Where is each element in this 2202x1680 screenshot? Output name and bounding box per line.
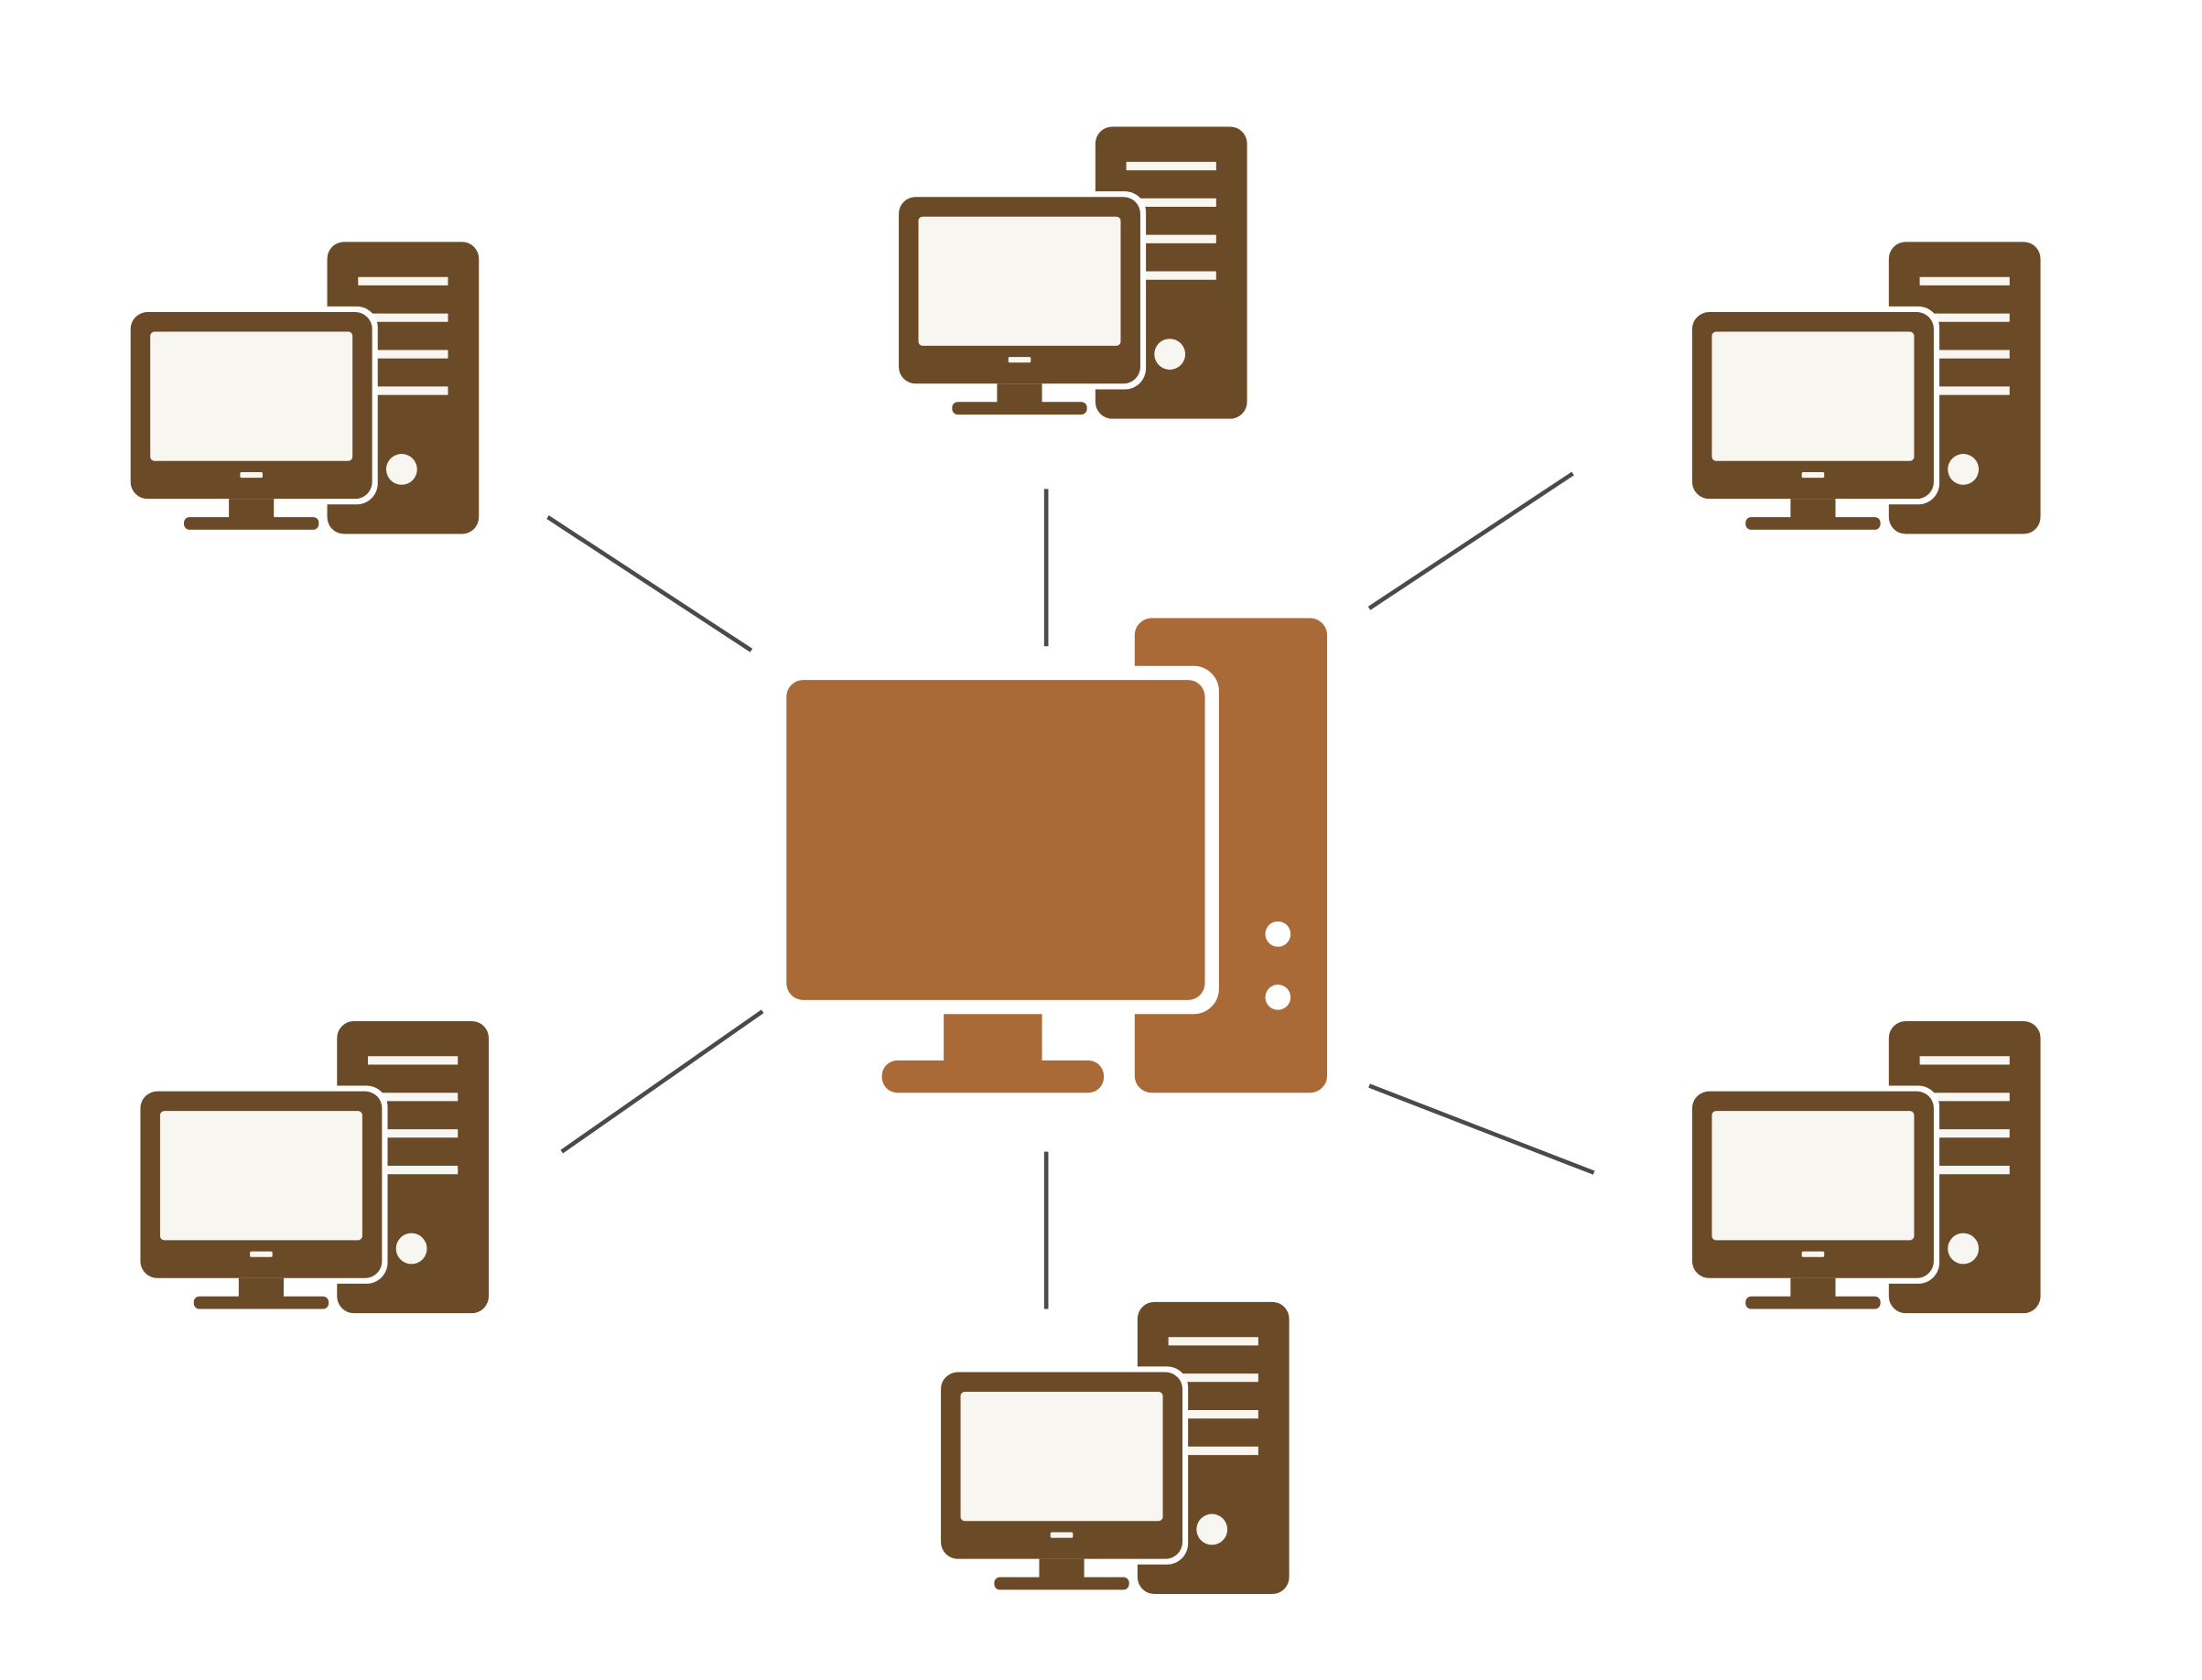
computer-bottom-right-icon — [1687, 1021, 2041, 1313]
link-top-left — [546, 515, 753, 652]
hub-computer-icon — [772, 618, 1328, 1093]
computer-bottom-icon — [935, 1302, 1290, 1594]
connection-links — [546, 471, 1595, 1309]
computer-bottom-left-icon — [135, 1021, 489, 1313]
computer-top-left-icon — [125, 242, 480, 533]
link-bottom-left — [560, 1009, 764, 1154]
link-top-right — [1367, 471, 1574, 610]
computer-top-right-icon — [1687, 242, 2041, 533]
computer-top-icon — [893, 127, 1247, 419]
link-bottom-right — [1368, 1083, 1595, 1175]
